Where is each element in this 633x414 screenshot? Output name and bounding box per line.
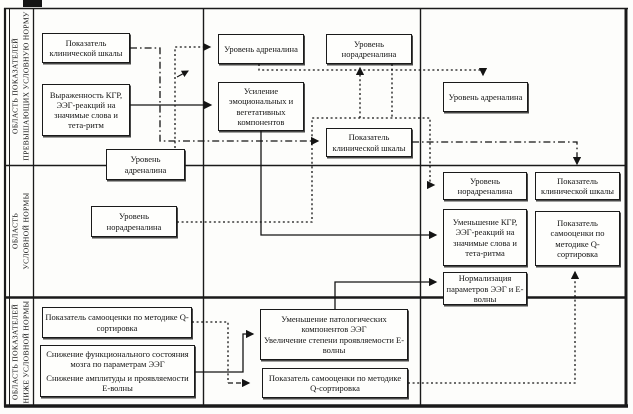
box-kgr-decrease: Уменьшение КГР, ЭЭГ-реакций на значимые … — [443, 209, 527, 266]
box-clinical-scale-top-left: Показатель клинической шкалы — [42, 33, 130, 63]
box-adrenaline-right: Уровень адреналина — [443, 82, 528, 112]
box-label: Выраженность КГР, ЭЭГ-реакций на значимы… — [49, 89, 123, 131]
box-q-sort-right: Показатель самооценки по методике Q-сорт… — [535, 211, 620, 266]
zone-label-line: ОБЛАСТЬ — [10, 212, 20, 250]
box-label: Нормализация параметров ЭЭГ и Е-волны — [446, 273, 524, 304]
box-normalization: Нормализация параметров ЭЭГ и Е-волны — [443, 272, 527, 305]
zone-label-norm: ОБЛАСТЬ УСЛОВНОЙ НОРМЫ — [10, 192, 31, 269]
box-q-sort-bottom-center: Показатель самооценки по методике Q-сорт… — [262, 368, 408, 398]
box-label: Уровень норадреналина — [106, 211, 162, 232]
scan-artifact — [23, 0, 42, 7]
box-label: Показатель самооценки по методике Q-сорт… — [550, 218, 605, 259]
box-label: Показатель самооценки по методике Q-сорт… — [45, 312, 189, 333]
zone-label-line: НИЖЕ УСЛОВНОЙ НОРМЫ — [21, 300, 30, 404]
box-label: Показатель самооценки по методике Q-сорт… — [268, 372, 402, 393]
box-label: Усиление эмоциональных и вегетативных ко… — [228, 86, 294, 127]
zone-label-line: УСЛОВНОЙ НОРМЫ — [21, 192, 30, 270]
zone-label-line: ОБЛАСТЬ ПОКАЗАТЕЛЕЙ — [10, 38, 20, 134]
box-kgr-expression: Выраженность КГР, ЭЭГ-реакций на значимы… — [42, 84, 130, 136]
zone-label-below-norm: ОБЛАСТЬ ПОКАЗАТЕЛЕЙ НИЖЕ УСЛОВНОЙ НОРМЫ — [10, 301, 31, 404]
box-label: Уровень норадреналина — [341, 38, 397, 59]
box-label: Показатель клинической шкалы — [332, 132, 406, 153]
box-emotional-boost: Усиление эмоциональных и вегетативных ко… — [218, 82, 304, 131]
box-clinical-scale-right: Показатель клинической шкалы — [535, 172, 620, 200]
zone-label-line: ОБЛАСТЬ ПОКАЗАТЕЛЕЙ — [10, 304, 20, 400]
box-label: Снижение функционального состояния мозга… — [46, 348, 189, 369]
box-noradrenaline-left: Уровень норадреналина — [91, 206, 177, 237]
box-pathological-decrease: Уменьшение патологических компонентов ЭЭ… — [260, 309, 408, 360]
box-noradrenaline-center: Уровень норадреналина — [326, 34, 412, 64]
box-adrenaline-border: Уровень адреналина — [106, 149, 185, 180]
box-adrenaline-center: Уровень адреналина — [218, 34, 304, 64]
box-brain-decline: Снижение функционального состояния мозга… — [40, 345, 195, 397]
box-clinical-scale-center: Показатель клинической шкалы — [326, 128, 412, 157]
box-noradrenaline-right: Уровень норадреналина — [443, 172, 527, 200]
box-label: Показатель клинической шкалы — [49, 37, 123, 58]
box-label: Увеличение степени проявляемости Е-волны — [263, 334, 405, 355]
box-label: Уровень адреналина — [448, 91, 523, 102]
zone-label-line: ПРЕВЫШАЮЩИХ УСЛОВНУЮ НОРМУ — [21, 11, 30, 161]
box-label: Уровень норадреналина — [457, 175, 513, 196]
box-label: Уровень адреналина — [124, 154, 167, 175]
box-label: Показатель клинической шкалы — [540, 175, 615, 196]
box-label: Уменьшение патологических компонентов ЭЭ… — [281, 314, 387, 335]
zone-label-above-norm: ОБЛАСТЬ ПОКАЗАТЕЛЕЙ ПРЕВЫШАЮЩИХ УСЛОВНУЮ… — [10, 11, 31, 160]
box-q-sort-bottom-left: Показатель самооценки по методике Q-сорт… — [42, 307, 192, 338]
box-label: Снижение амплитуды и проявляемости Е-вол… — [46, 373, 189, 394]
box-label: Уровень адреналина — [224, 43, 298, 54]
box-label: Уменьшение КГР, ЭЭГ-реакций на значимые … — [452, 217, 518, 258]
